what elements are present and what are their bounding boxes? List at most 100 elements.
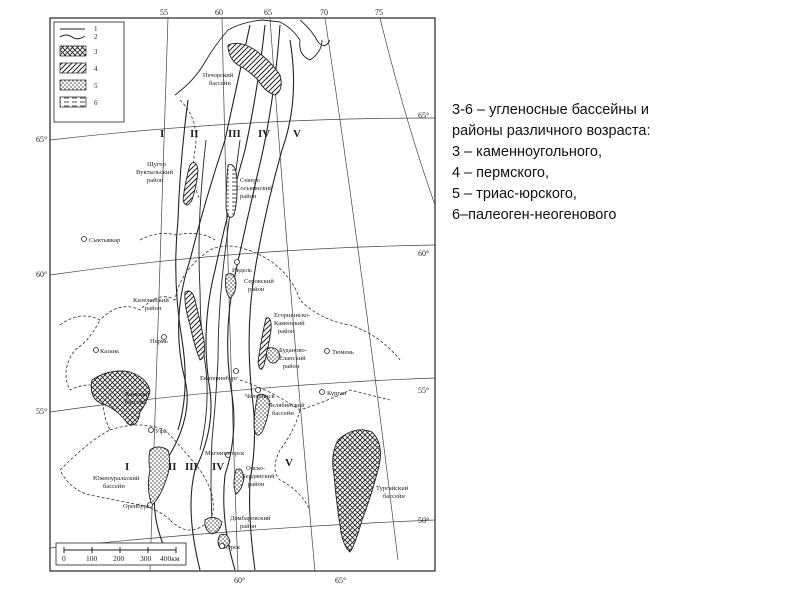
label-chelyabinsk-2: бассейн bbox=[272, 410, 294, 417]
label-vuktyl-2: Вуктыльский bbox=[136, 169, 174, 176]
label-kama-1: Камский bbox=[125, 391, 150, 398]
label-pechora-1: Печорский bbox=[203, 72, 234, 79]
label-south-ural-2: бассейн bbox=[103, 483, 125, 490]
legend-label-2: 2 bbox=[94, 33, 98, 41]
right-lat-60: 60° bbox=[418, 249, 429, 258]
caption-line-6: 6–палеоген-неогенового bbox=[452, 207, 617, 223]
caption-line-2: районы различного возраста: bbox=[452, 123, 651, 139]
legend-label-1: 1 bbox=[94, 25, 98, 33]
label-north-sosva-2: Сосьвинский bbox=[236, 185, 273, 192]
scale-bar: 0 100 200 300 400км bbox=[55, 542, 187, 566]
label-ivdel: Ивдель bbox=[232, 267, 252, 274]
north-sosva-area bbox=[225, 164, 238, 218]
legend-swatch-4 bbox=[59, 62, 87, 74]
zone-upper-2: II bbox=[190, 128, 199, 140]
zone-upper-1: I bbox=[160, 128, 164, 140]
scale-0: 0 bbox=[62, 554, 66, 563]
label-turgay-2: бассейн bbox=[383, 493, 405, 500]
legend-line-2 bbox=[59, 34, 86, 40]
label-kizel-1: Кизеловский bbox=[133, 297, 169, 304]
zone-upper-3: III bbox=[228, 128, 241, 140]
label-dombarovsky-1: Домбаровский bbox=[230, 515, 271, 522]
label-budaneh-3: район bbox=[283, 363, 300, 370]
label-magnitogorsk: Магнитогорск bbox=[205, 450, 245, 457]
label-north-sosva-3: район bbox=[240, 193, 257, 200]
label-pechora-2: бассейн bbox=[209, 80, 231, 87]
top-degree-65: 65 bbox=[264, 8, 272, 17]
kama-basin bbox=[90, 370, 151, 426]
label-tyumen: Тюмень bbox=[332, 349, 354, 356]
zone-lower-3: III bbox=[185, 461, 198, 473]
city-markers bbox=[81, 236, 330, 549]
egorshino-area bbox=[257, 317, 272, 370]
label-egorshino-1: Егоршинско- bbox=[274, 312, 310, 319]
label-kurgan: Курган bbox=[327, 390, 347, 397]
right-lat-50: 50° bbox=[418, 516, 429, 525]
label-turgay-1: Тургайский bbox=[376, 485, 409, 492]
zone-lower-1: I bbox=[125, 461, 129, 473]
caption: 3-6 – угленосные бассейны и районы разли… bbox=[452, 100, 772, 226]
legend-label-6: 6 bbox=[94, 99, 98, 107]
zone-upper-4: IV bbox=[258, 128, 270, 140]
label-egorshino-2: Каменский bbox=[274, 320, 305, 327]
label-north-sosva-1: Северо bbox=[240, 177, 260, 184]
label-budaneh-1: Буданово- bbox=[279, 347, 307, 354]
label-serov-1: Серовский bbox=[244, 278, 274, 285]
coastline bbox=[174, 19, 331, 96]
label-orsk: Орск bbox=[226, 544, 241, 551]
caption-line-5: 5 – триас-юрского, bbox=[452, 186, 577, 202]
caption-line-1: 3-6 – угленосные бассейны и bbox=[452, 102, 649, 118]
right-lat-55: 55° bbox=[418, 386, 429, 395]
scale-200: 200 bbox=[113, 554, 125, 563]
turgay-basin bbox=[332, 429, 381, 553]
label-budaneh-2: Еланский bbox=[279, 355, 306, 362]
bottom-degree-65: 65° bbox=[335, 576, 346, 585]
bottom-degree-60: 60° bbox=[234, 576, 245, 585]
label-orsk-zone-3: район bbox=[248, 481, 265, 488]
legend-label-5: 5 bbox=[94, 82, 98, 90]
scale-400: 400км bbox=[160, 554, 180, 563]
label-perm: Пермь bbox=[150, 338, 168, 345]
label-serov-2: район bbox=[248, 286, 265, 293]
legend: 1 2 3 4 5 6 bbox=[53, 21, 125, 123]
top-degree-55: 55 bbox=[160, 8, 168, 17]
budaneh-area bbox=[265, 347, 281, 364]
scale-100: 100 bbox=[86, 554, 98, 563]
south-ural-basin bbox=[147, 446, 171, 506]
label-orsk-zone-2: Бердянский bbox=[242, 473, 275, 480]
legend-label-4: 4 bbox=[94, 65, 98, 73]
label-dombarovsky-2: район bbox=[240, 523, 257, 530]
orsk-area bbox=[233, 468, 245, 495]
map-frame bbox=[49, 17, 436, 572]
kizel-area bbox=[184, 290, 205, 361]
label-egorshino-3: район bbox=[278, 328, 295, 335]
chelyabinsk-basin bbox=[253, 393, 271, 436]
dombarovsky-area bbox=[204, 517, 223, 535]
label-orenburg: Оренбург bbox=[123, 503, 150, 510]
top-degree-75: 75 bbox=[375, 8, 383, 17]
label-kazan: Казань bbox=[100, 348, 119, 355]
zone-lower-5: V bbox=[285, 457, 293, 469]
coal-basins bbox=[90, 42, 381, 553]
legend-swatch-6 bbox=[59, 96, 87, 108]
left-lat-65: 65° bbox=[36, 135, 47, 144]
label-south-ural-1: Южноуральский bbox=[93, 475, 140, 482]
serov-area bbox=[225, 273, 237, 299]
label-vuktyl-3: район bbox=[147, 177, 164, 184]
legend-swatch-5 bbox=[59, 79, 87, 91]
right-lat-65: 65° bbox=[418, 111, 429, 120]
label-orsk-zone-1: Орско- bbox=[246, 465, 265, 472]
label-syktyvkar: Сыктывкар bbox=[89, 237, 120, 244]
ural-zone-lines bbox=[153, 24, 295, 571]
label-ufa: Уфа bbox=[155, 428, 167, 435]
left-lat-60: 60° bbox=[36, 270, 47, 279]
zone-lower-2: II bbox=[168, 461, 177, 473]
legend-label-3: 3 bbox=[94, 48, 98, 56]
zone-upper-5: V bbox=[293, 128, 301, 140]
label-vuktyl-1: Щугор bbox=[147, 161, 166, 168]
scale-300: 300 bbox=[140, 554, 152, 563]
left-lat-55: 55° bbox=[36, 407, 47, 416]
caption-line-3: 3 – каменноугольного, bbox=[452, 144, 602, 160]
label-ekaterinburg: Екатеринбург bbox=[200, 375, 238, 382]
